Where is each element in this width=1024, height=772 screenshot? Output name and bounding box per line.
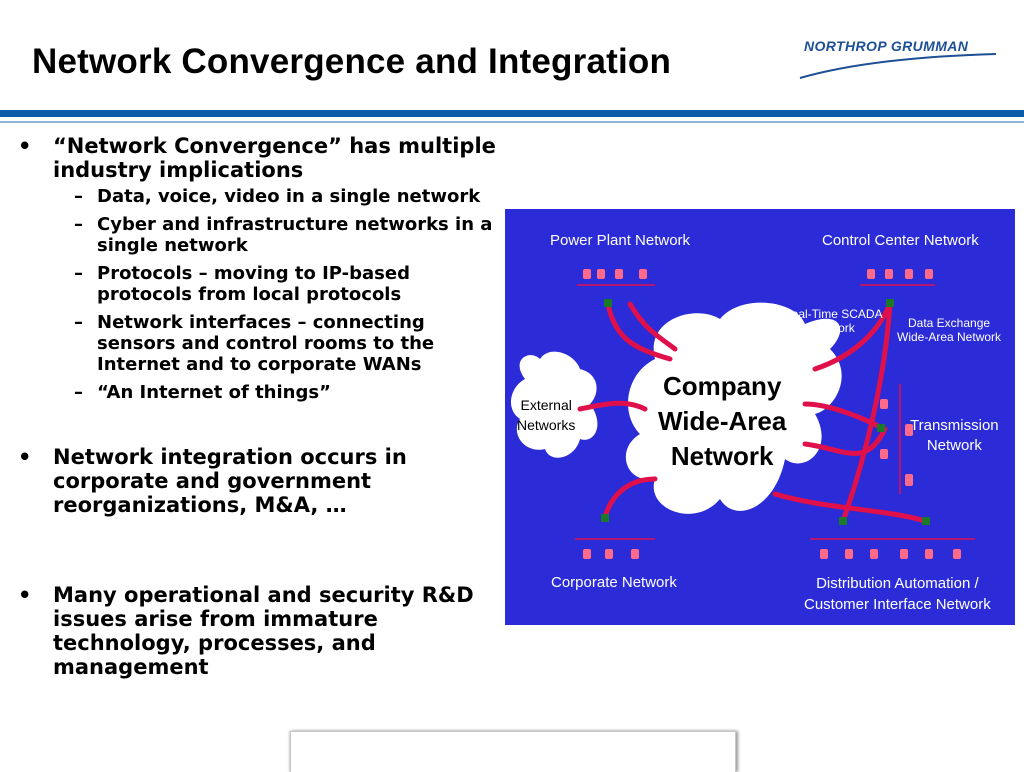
sub-bullet-text: Cyber and infrastructure networks in a s… (97, 214, 493, 256)
company-label-line1: Company (662, 371, 782, 401)
power-plant-label: Power Plant Network (550, 232, 691, 249)
bullet-list: • “Network Convergence” has multiple ind… (14, 134, 504, 679)
data-exchange-label-line2: Wide-Area Network (897, 330, 1002, 344)
company-label-line2: Wide-Area (658, 406, 787, 436)
distribution-label-line2: Customer Interface Network (804, 596, 991, 613)
network-diagram: Power Plant Network Control Center Netwo… (505, 209, 1015, 625)
title-rule (0, 110, 1024, 117)
company-label-line3: Network (670, 441, 774, 471)
logo-text: NORTHROP GRUMMAN (804, 38, 969, 54)
northrop-grumman-logo: NORTHROP GRUMMAN (796, 36, 1000, 84)
bullet-text: Network integration occurs in corporate … (53, 445, 407, 517)
slide-title: Network Convergence and Integration (32, 42, 672, 81)
sub-bullet-item: –“An Internet of things” (14, 382, 504, 403)
sub-bullet-item: –Network interfaces – connecting sensors… (14, 312, 504, 375)
sub-bullet-text: “An Internet of things” (97, 382, 331, 403)
control-center-label: Control Center Network (822, 232, 979, 249)
sub-bullet-item: –Data, voice, video in a single network (14, 186, 504, 207)
dash-marker: – (74, 263, 83, 284)
transmission-label-line1: Transmission (910, 417, 999, 434)
title-rule-thin (0, 121, 1024, 123)
bullet-item: • Many operational and security R&D issu… (14, 583, 504, 679)
scada-label: Real-Time SCADA Network (783, 307, 883, 335)
bullet-marker: • (18, 583, 32, 607)
external-label-line2: Networks (517, 417, 576, 433)
data-exchange-label: Data Exchange Wide-Area Network (897, 316, 1001, 344)
distribution-label-line1: Distribution Automation / (816, 575, 979, 592)
sub-bullet-item: –Protocols – moving to IP-based protocol… (14, 263, 504, 305)
sub-bullet-text: Data, voice, video in a single network (97, 186, 481, 207)
sub-bullet-item: –Cyber and infrastructure networks in a … (14, 214, 504, 256)
sub-bullet-text: Protocols – moving to IP-based protocols… (97, 263, 410, 305)
bullet-text: Many operational and security R&D issues… (53, 583, 474, 679)
scada-label-line1: Real-Time SCADA (783, 307, 883, 321)
company-wan-cloud (625, 302, 842, 514)
distribution-label: Distribution Automation / Customer Inter… (804, 573, 991, 615)
transmission-label-line2: Network (926, 437, 982, 454)
dash-marker: – (74, 186, 83, 207)
scada-label-line2: Network (810, 321, 855, 335)
bullet-marker: • (18, 445, 32, 469)
dash-marker: – (74, 382, 83, 403)
external-networks-label: External Networks (517, 395, 575, 435)
bullet-item: • “Network Convergence” has multiple ind… (14, 134, 504, 403)
transmission-label: Transmission Network (910, 416, 999, 456)
bullet-marker: • (18, 134, 32, 158)
dash-marker: – (74, 312, 83, 333)
dash-marker: – (74, 214, 83, 235)
bullet-item: • Network integration occurs in corporat… (14, 445, 504, 517)
external-networks-cloud (510, 351, 598, 458)
external-label-line1: External (520, 397, 572, 413)
bottom-frame (290, 731, 736, 772)
company-wan-label: Company Wide-Area Network (658, 369, 786, 474)
bullet-text: “Network Convergence” has multiple indus… (53, 134, 496, 182)
data-exchange-label-line1: Data Exchange (907, 316, 991, 330)
corporate-label: Corporate Network (551, 574, 677, 591)
sub-bullet-text: Network interfaces – connecting sensors … (97, 312, 435, 375)
